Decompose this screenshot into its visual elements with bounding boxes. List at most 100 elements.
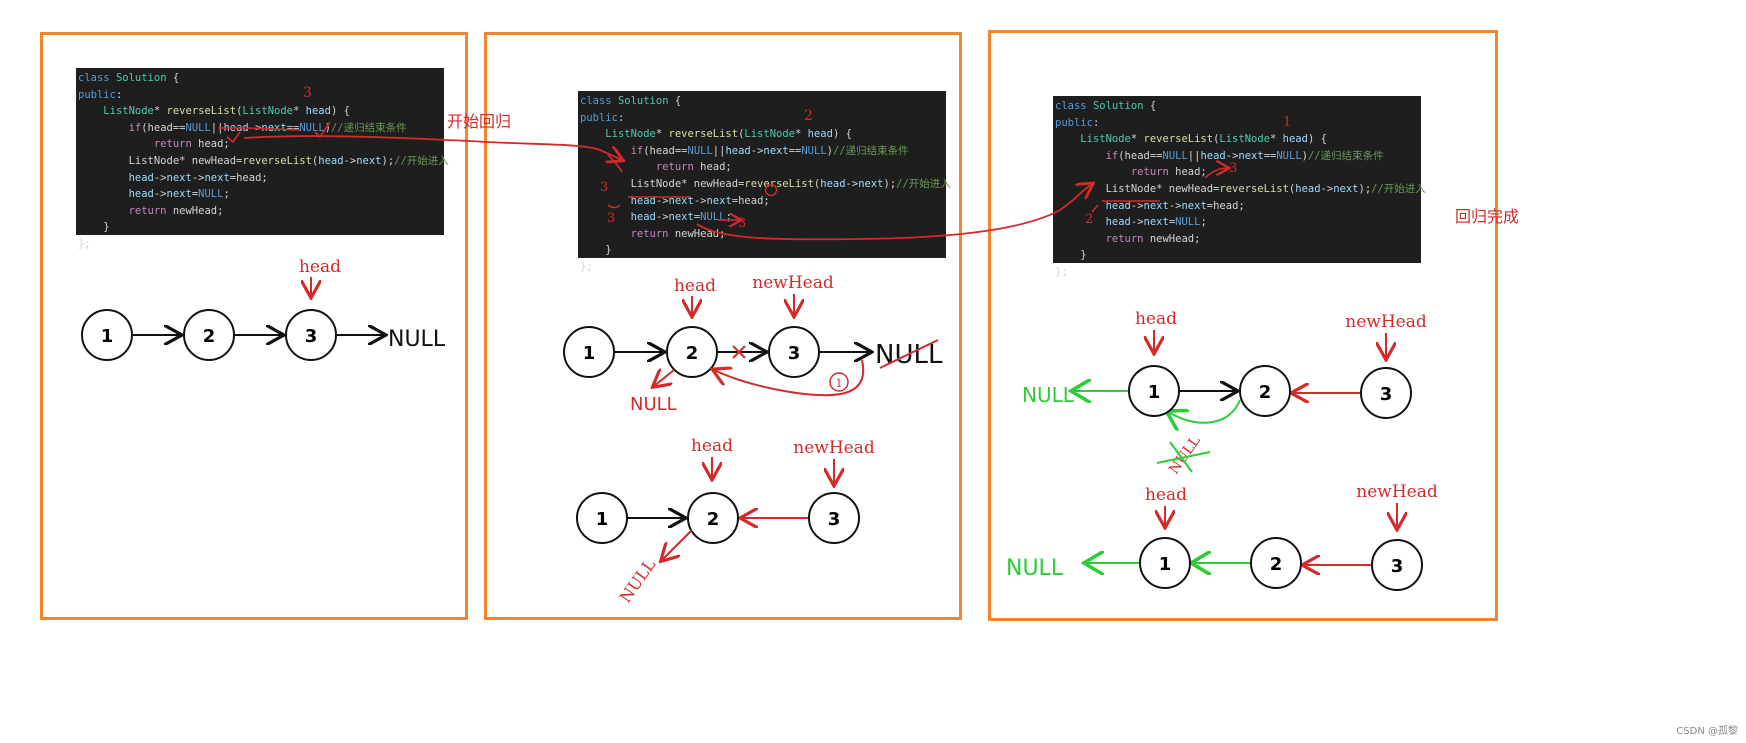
- node-3: [1371, 539, 1423, 591]
- node-2-label: 2: [707, 509, 720, 530]
- right-list-top: 1 3 2 1 2 3 NULL head newHead NULL: [1022, 115, 1427, 477]
- code-line: class Solution {: [580, 95, 682, 107]
- null-label-green: NULL: [1022, 383, 1075, 407]
- code-line: return newHead;: [1105, 232, 1201, 245]
- mark-d: 3: [738, 216, 746, 231]
- step-label: 1: [836, 377, 843, 390]
- node-2: [1250, 537, 1302, 589]
- code-line: ListNode* reverseList(ListNode* head) {: [103, 105, 350, 118]
- code-line: head->next=NULL;: [630, 211, 732, 224]
- depth-mark-middle: 2: [804, 108, 813, 124]
- node-1-label: 1: [1148, 382, 1161, 403]
- code-line: ListNode* newHead=reverseList(head->next…: [128, 154, 449, 167]
- node-2: [687, 492, 739, 544]
- depth-mark-left: 3: [303, 85, 312, 101]
- code-line: ListNode* newHead=reverseList(head->next…: [630, 177, 951, 190]
- node-3: [768, 326, 820, 378]
- code-line: return head;: [153, 138, 230, 151]
- node-2-label: 2: [1270, 554, 1283, 575]
- right-list-bottom: 1 2 3 NULL head newHead: [1006, 482, 1438, 591]
- return-arrow-2: [696, 184, 1092, 241]
- edge-2-null: [662, 529, 693, 560]
- check-mark-return: [226, 131, 241, 144]
- code-line: return head;: [1130, 166, 1207, 179]
- middle-list-bottom: 1 2 3 head newHead NULL: [576, 436, 875, 606]
- node-3-label: 3: [1380, 384, 1393, 405]
- null-label-green: NULL: [1006, 556, 1064, 581]
- newhead-label: newHead: [1345, 312, 1427, 332]
- code-line: head->next=NULL;: [1105, 216, 1207, 229]
- code-line: if(head==NULL||head->next==NULL)//递归结束条件: [1105, 149, 1384, 162]
- null-label-red: NULL: [616, 555, 660, 606]
- head-label: head: [1135, 309, 1177, 329]
- null-label: NULL: [388, 327, 446, 352]
- node-2-label: 2: [686, 343, 699, 364]
- mark-b: 3: [607, 211, 615, 226]
- newhead-label: newHead: [793, 438, 875, 458]
- code-line: public:: [78, 88, 123, 101]
- underline-condition: [218, 127, 301, 131]
- node-1-label: 1: [596, 509, 609, 530]
- null-strike: [879, 339, 939, 369]
- code-line: };: [78, 237, 91, 250]
- code-line: ListNode* newHead=reverseList(head->next…: [1105, 182, 1426, 195]
- node-1-label: 1: [583, 343, 596, 364]
- code-mark-a: [1204, 168, 1228, 179]
- depth-mark-right: 1: [1283, 115, 1291, 130]
- panel-right: [988, 30, 1498, 621]
- edge-2-null: [654, 370, 675, 386]
- mark-e: 3: [1229, 161, 1237, 176]
- start-return-label: 开始回归: [447, 112, 511, 131]
- null-strike-green: [1156, 441, 1211, 473]
- check-mark: [314, 121, 331, 139]
- node-3: [1360, 367, 1412, 419]
- code-line: };: [1055, 265, 1068, 278]
- newhead-label: newHead: [1356, 482, 1438, 502]
- head-label: head: [674, 276, 716, 296]
- node-2: [183, 309, 235, 361]
- node-3-label: 3: [1391, 556, 1404, 577]
- code-line: if(head==NULL||head->next==NULL)//递归结束条件: [630, 144, 909, 157]
- code-line: ListNode* reverseList(ListNode* head) {: [1080, 133, 1327, 146]
- node-3-label: 3: [828, 509, 841, 530]
- bracket-mark: [607, 154, 623, 173]
- code-line: };: [580, 260, 593, 273]
- node-2-label: 2: [203, 326, 216, 347]
- panel-left: [40, 32, 468, 620]
- panel-middle: [484, 32, 962, 620]
- cut-mark: [732, 345, 746, 359]
- mark-a: 3: [600, 180, 608, 195]
- head-label: head: [299, 257, 341, 277]
- step-circle: [829, 372, 849, 392]
- node-1: [563, 326, 615, 378]
- code-block-right: class Solution {public: ListNode* revers…: [1053, 96, 1426, 278]
- middle-list-top: 2 3 3 3 1 2 3 NULL head newHead 1 NULL: [563, 108, 943, 415]
- node-2: [666, 326, 718, 378]
- code-line: head->next=NULL;: [128, 188, 230, 201]
- code-line: }: [1080, 249, 1087, 262]
- node-3: [285, 309, 337, 361]
- code-line: return head;: [655, 161, 732, 174]
- return-done-label: 回归完成: [1455, 207, 1519, 226]
- credit-watermark: CSDN @孤黎: [1676, 726, 1738, 737]
- node-3-label: 3: [788, 343, 801, 364]
- code-block-left: class Solution {public: ListNode* revers…: [76, 68, 449, 250]
- node-3: [808, 492, 860, 544]
- code-line: public:: [1055, 116, 1100, 129]
- node-2-label: 2: [1259, 382, 1272, 403]
- node-2: [1239, 365, 1291, 417]
- mark-f: 2: [1085, 212, 1093, 227]
- code-line: return newHead;: [128, 204, 224, 217]
- code-line: }: [103, 221, 110, 234]
- node-1-label: 1: [101, 326, 114, 347]
- node-1: [81, 309, 133, 361]
- code-line: ListNode* reverseList(ListNode* head) {: [605, 128, 852, 141]
- step-circle-code: [764, 183, 778, 197]
- newhead-label: newHead: [752, 273, 834, 293]
- node-1: [576, 492, 628, 544]
- head-label: head: [1145, 485, 1187, 505]
- node-1: [1128, 365, 1180, 417]
- code-line: }: [605, 244, 612, 257]
- code-line: head->next->next=head;: [128, 171, 268, 184]
